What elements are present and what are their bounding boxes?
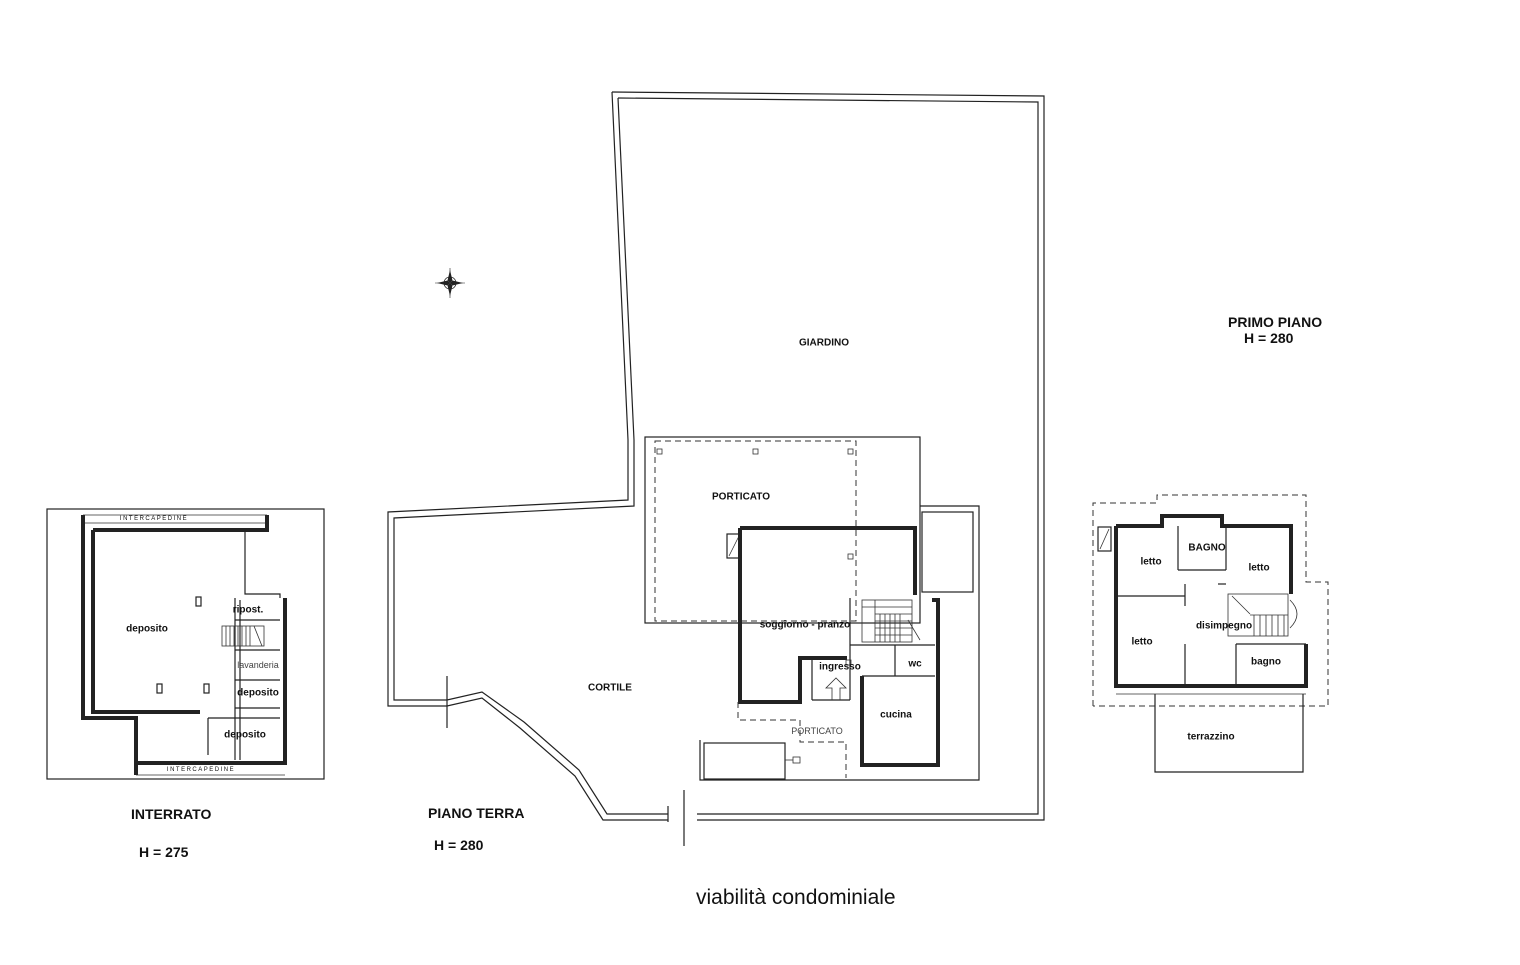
room-label-letto-3: letto [1131, 636, 1153, 648]
primo-piano-plan [1092, 494, 1329, 773]
floor-title-interrato: INTERRATO [131, 806, 212, 822]
room-label-disimpegno: disimpegno [1195, 620, 1253, 632]
interrato-plan [46, 508, 325, 780]
room-label-porticato-top: PORTICATO [712, 491, 770, 503]
room-label-bagno-top: BAGNO [1188, 542, 1226, 554]
intercapedine-top-label: INTERCAPEDINE [119, 516, 189, 522]
room-label-deposito-main: deposito [126, 623, 168, 635]
room-label-ripost: ripost. [232, 604, 264, 616]
floor-title-piano-terra: PIANO TERRA [428, 805, 525, 821]
floor-height-interrato: H = 275 [139, 844, 189, 860]
room-label-deposito-small: deposito [237, 687, 279, 699]
room-label-giardino: GIARDINO [799, 337, 849, 349]
room-label-deposito-bottom: deposito [224, 729, 266, 741]
room-label-letto-1: letto [1140, 556, 1162, 568]
floor-height-piano-terra: H = 280 [434, 837, 484, 853]
compass-rose-icon [435, 268, 465, 298]
room-label-soggiorno-pranzo: soggiorno - pranzo [759, 619, 851, 631]
room-label-porticato-bottom: PORTICATO [791, 726, 843, 736]
room-label-lavanderia: lavanderia [237, 660, 279, 670]
road-label: viabilità condominiale [696, 886, 896, 909]
piano-terra-plan [387, 91, 1045, 846]
room-label-cucina: cucina [880, 709, 912, 721]
room-label-ingresso: ingresso [819, 661, 861, 673]
room-label-letto-2: letto [1248, 562, 1270, 574]
room-label-terrazzino: terrazzino [1187, 731, 1235, 743]
room-label-bagno: bagno [1251, 656, 1281, 668]
intercapedine-bottom-label: INTERCAPEDINE [166, 767, 236, 773]
floor-title-primo-piano: PRIMO PIANO [1228, 314, 1323, 330]
floor-height-primo-piano: H = 280 [1244, 330, 1294, 346]
room-label-cortile: CORTILE [588, 682, 632, 694]
room-label-wc: wc [908, 658, 922, 670]
